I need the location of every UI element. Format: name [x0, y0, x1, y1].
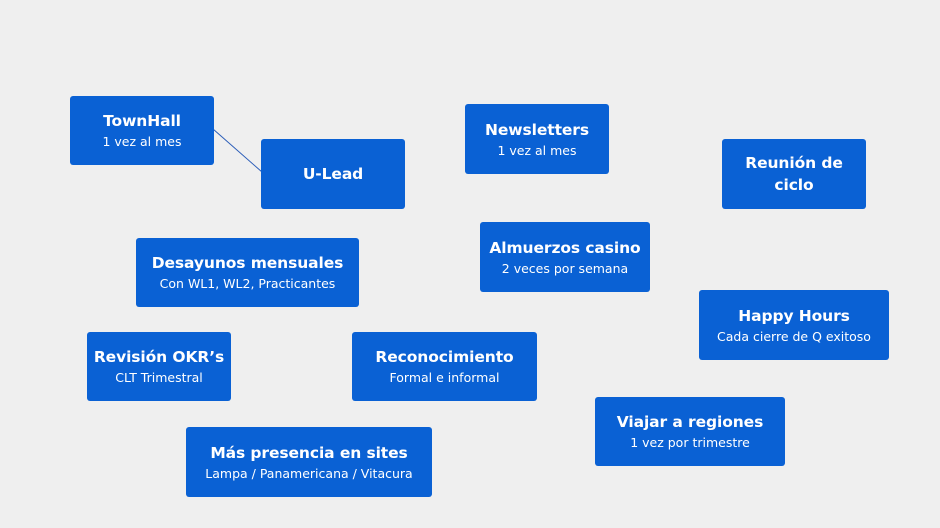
viajar-regiones-subtitle: 1 vez por trimestre — [630, 435, 750, 450]
newsletters-box: Newsletters 1 vez al mes — [465, 104, 609, 174]
revision-okr-title: Revisión OKR’s — [93, 348, 225, 366]
happy-hours-title: Happy Hours — [738, 306, 850, 325]
ulead-title: U-Lead — [302, 165, 364, 183]
presencia-sites-subtitle: Lampa / Panamericana / Vitacura — [205, 465, 413, 481]
desayunos-subtitle: Con WL1, WL2, Practicantes — [159, 276, 336, 291]
reunion-ciclo-title: Reunión de ciclo — [745, 154, 843, 194]
reconocimiento-title: Reconocimiento — [375, 348, 514, 366]
desayunos-title: Desayunos mensuales — [151, 254, 344, 272]
townhall-subtitle: 1 vez al mes — [102, 134, 182, 149]
almuerzos-subtitle: 2 veces por semana — [501, 260, 629, 276]
presencia-sites-title: Más presencia en sites — [210, 443, 408, 462]
newsletters-title: Newsletters — [485, 120, 589, 139]
viajar-regiones-title: Viajar a regiones — [616, 413, 764, 431]
reconocimiento-subtitle: Formal e informal — [389, 370, 500, 385]
townhall-title: TownHall — [103, 112, 181, 130]
revision-okr-subtitle: CLT Trimestral — [115, 370, 203, 385]
reconocimiento-box: Reconocimiento Formal e informal — [352, 332, 537, 401]
happy-hours-box: Happy Hours Cada cierre de Q exitoso — [699, 290, 889, 360]
newsletters-subtitle: 1 vez al mes — [497, 142, 577, 158]
desayunos-box: Desayunos mensuales Con WL1, WL2, Practi… — [136, 238, 359, 307]
revision-okr-box: Revisión OKR’s CLT Trimestral — [87, 332, 231, 401]
townhall-box: TownHall 1 vez al mes — [70, 96, 214, 165]
viajar-regiones-box: Viajar a regiones 1 vez por trimestre — [595, 397, 785, 466]
ulead-box: U-Lead — [261, 139, 405, 209]
almuerzos-title: Almuerzos casino — [489, 238, 641, 257]
happy-hours-subtitle: Cada cierre de Q exitoso — [717, 328, 871, 344]
presencia-sites-box: Más presencia en sites Lampa / Panameric… — [186, 427, 432, 497]
almuerzos-box: Almuerzos casino 2 veces por semana — [480, 222, 650, 292]
reunion-ciclo-box: Reunión de ciclo — [722, 139, 866, 209]
